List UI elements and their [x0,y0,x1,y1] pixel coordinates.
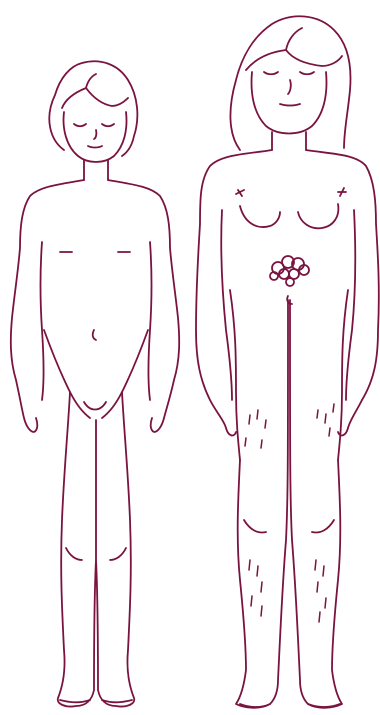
adult-knees [244,520,334,533]
child-mouth [88,146,102,148]
child-right-side [108,180,179,432]
adult-legs [236,300,342,708]
child-nose [94,130,96,139]
child-hair [49,61,137,156]
child-navel [93,330,96,340]
child-feet [60,700,132,702]
child-inner-arms [41,242,152,400]
adult-left-side [196,150,272,435]
adult-face [252,72,327,134]
adult-figure [196,16,379,708]
child-neck [84,160,108,180]
child-eyes [74,124,114,126]
child-legs [58,392,135,707]
child-figure [11,61,179,706]
child-groin [84,402,106,410]
adult-mouth [280,104,300,106]
adult-eyes [264,72,314,74]
adult-pubic-hair [270,256,309,286]
adult-nose [288,80,291,94]
adult-feet [240,704,340,707]
adult-breasts [240,204,338,228]
adult-neck [272,132,306,150]
adult-nipples [236,188,346,196]
adult-hips [230,290,348,460]
child-left-side [11,180,84,432]
child-hips [44,330,148,418]
